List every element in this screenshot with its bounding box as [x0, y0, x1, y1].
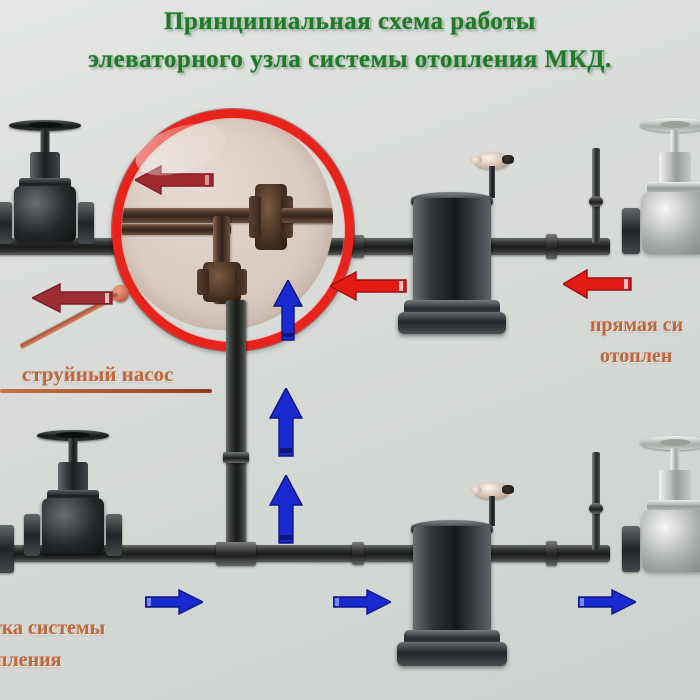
valve-flange-left — [622, 526, 640, 572]
return-drain-tube-coupling — [589, 503, 603, 514]
supply-pipe-coupling-1 — [352, 235, 364, 258]
mud-collector-stem — [489, 166, 495, 198]
mud-collector-base — [398, 312, 506, 334]
page-title-line1: Принципиальная схема работы — [164, 8, 536, 35]
valve-body — [642, 192, 700, 254]
mud-collector-bottom[interactable] — [397, 458, 560, 666]
valve-stem — [670, 130, 680, 156]
arrow-return-right-1 — [145, 588, 203, 616]
valve-flange-left — [622, 208, 640, 254]
return-pipe-coupling-2 — [352, 542, 364, 565]
mud-collector-top[interactable] — [398, 150, 560, 340]
handwheel-hub-icon — [28, 122, 62, 128]
valve-bonnet — [30, 152, 60, 182]
valve-body — [642, 510, 700, 572]
arrow-supply-mid — [330, 270, 410, 302]
arrow-return-up-1 — [272, 280, 304, 342]
valve-bottom-right[interactable] — [620, 430, 700, 572]
valve-bottom-left[interactable] — [18, 422, 128, 556]
valve-stem — [670, 448, 680, 474]
valve-flange-right — [106, 514, 122, 556]
handwheel-hub-icon — [660, 121, 690, 128]
valve-flange-left — [0, 202, 12, 244]
valve-flange-right — [78, 202, 94, 244]
valve-bonnet — [58, 462, 88, 494]
mud-collector-body — [413, 198, 491, 308]
label-return-line2: опления — [0, 649, 62, 671]
valve-body — [42, 498, 104, 554]
return-pipe-coupling-4 — [546, 541, 557, 566]
air-vent-cock-icon[interactable] — [470, 482, 514, 499]
valve-top-right[interactable] — [620, 112, 700, 254]
valve-top-left[interactable] — [0, 112, 100, 244]
label-jet-pump-underline — [0, 389, 212, 393]
return-drain-tube — [592, 452, 600, 550]
mud-collector-body — [413, 526, 491, 638]
arrow-supply-right — [563, 268, 635, 300]
valve-bonnet — [659, 470, 691, 504]
label-jet-pump: струйный насос — [22, 362, 174, 386]
arrow-return-up-2 — [268, 388, 304, 458]
return-pipe-coupling-1 — [216, 542, 256, 566]
arrow-return-right-3 — [578, 588, 636, 616]
valve-collar — [647, 500, 700, 511]
supply-drain-tube — [592, 148, 600, 243]
return-pipe-fitting-left — [0, 525, 14, 573]
mud-collector-stem — [489, 496, 495, 526]
mixed-water-riser-pipe — [226, 300, 246, 555]
valve-collar — [19, 178, 71, 188]
valve-collar — [47, 490, 99, 500]
valve-body — [14, 186, 76, 242]
mud-collector-base — [397, 642, 507, 666]
arrow-supply-far-left — [32, 282, 116, 314]
handwheel-hub-icon — [660, 439, 690, 446]
valve-bonnet — [659, 152, 691, 186]
supply-drain-tube-coupling — [589, 196, 603, 207]
valve-stem — [68, 438, 78, 464]
arrow-return-up-3 — [268, 475, 304, 545]
riser-pipe-coupling — [223, 452, 249, 463]
label-supply-line2: отоплен — [600, 345, 673, 367]
supply-pipe-coupling-3 — [546, 234, 557, 259]
valve-flange-left — [24, 514, 40, 556]
handwheel-hub-icon — [56, 432, 90, 438]
arrow-return-right-2 — [333, 588, 391, 616]
valve-collar — [647, 182, 700, 193]
valve-stem — [40, 130, 50, 154]
label-return-line1: тка системы — [0, 617, 106, 639]
air-vent-cock-icon[interactable] — [470, 152, 514, 169]
label-supply-line1: прямая си — [590, 314, 684, 336]
page-title-line2: элеваторного узла системы отопления МКД. — [88, 46, 612, 73]
